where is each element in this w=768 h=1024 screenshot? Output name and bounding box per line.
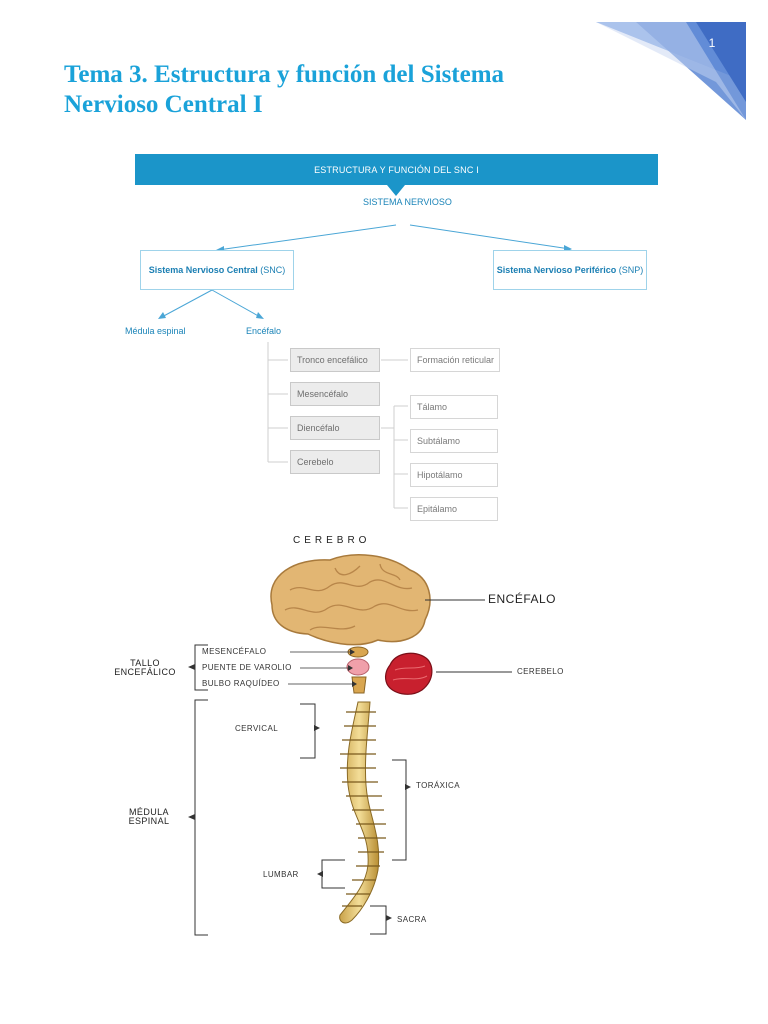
lumbar-caption: LUMBAR xyxy=(263,870,299,879)
snp-abbr: (SNP) xyxy=(618,265,644,275)
sacra-caption: SACRA xyxy=(397,915,427,924)
encefalo-caption: ENCÉFALO xyxy=(488,592,557,606)
encefalo-label: Encéfalo xyxy=(246,326,282,336)
illustration-drawing xyxy=(188,554,512,936)
medula-espinal-caption: MÉDULA ESPINAL xyxy=(114,808,184,826)
diagram-header: ESTRUCTURA Y FUNCIÓN DEL SNC I xyxy=(135,154,658,185)
spine-drawing xyxy=(339,701,386,924)
snp-name: Sistema Nervioso Periférico xyxy=(496,265,617,275)
page-title: Tema 3. Estructura y función del Sistema… xyxy=(64,61,505,118)
tallo-encefalico-caption: TALLO ENCEFÁLICO xyxy=(110,659,180,677)
snc-abbr: (SNC) xyxy=(260,265,286,275)
brainstem-bracket xyxy=(188,644,357,691)
hipotalamo-box: Hipotálamo xyxy=(410,463,498,487)
cerebellum-drawing xyxy=(384,652,512,695)
diagram-connectors xyxy=(158,185,572,509)
toraxica-caption: TORÁXICA xyxy=(416,781,460,790)
cerebelo-caption: CEREBELO xyxy=(517,667,564,676)
snp-box: Sistema Nervioso Periférico (SNP) xyxy=(493,250,647,290)
medula-espinal-label: Médula espinal xyxy=(125,326,186,336)
snc-name: Sistema Nervioso Central xyxy=(148,265,258,275)
formacion-reticular-box: Formación reticular xyxy=(410,348,500,372)
snc-box: Sistema Nervioso Central (SNC) xyxy=(140,250,294,290)
tronco-encefalico-box: Tronco encefálico xyxy=(290,348,380,372)
diencefalo-box: Diencéfalo xyxy=(290,416,380,440)
mesencefalo-caption: MESENCÉFALO xyxy=(202,647,267,656)
cerebro-title: CEREBRO xyxy=(293,535,371,546)
cerebelo-box: Cerebelo xyxy=(290,450,380,474)
tallo-line-2: ENCEFÁLICO xyxy=(114,667,176,677)
corner-decoration xyxy=(596,22,746,120)
talamo-box: Tálamo xyxy=(410,395,498,419)
epitalamo-box: Epitálamo xyxy=(410,497,498,521)
snc-concept-diagram: ESTRUCTURA Y FUNCIÓN DEL SNC I SISTEMA N… xyxy=(120,150,665,530)
bulbo-raquideo-caption: BULBO RAQUÍDEO xyxy=(202,679,280,688)
cervical-caption: CERVICAL xyxy=(235,724,279,733)
cns-illustration: CEREBRO ENCÉFALO TALLO ENCEFÁLICO MESENC… xyxy=(100,530,600,940)
brainstem-drawing xyxy=(346,646,370,694)
spine-brackets xyxy=(188,699,411,936)
puente-varolio-caption: PUENTE DE VAROLIO xyxy=(202,663,292,672)
medula-line-1: MÉDULA xyxy=(129,807,169,817)
root-label: SISTEMA NERVIOSO xyxy=(363,197,452,207)
mesencefalo-box: Mesencéfalo xyxy=(290,382,380,406)
brain-drawing xyxy=(270,554,485,646)
medula-line-2: ESPINAL xyxy=(128,816,170,826)
subtalamo-box: Subtálamo xyxy=(410,429,498,453)
tallo-line-1: TALLO xyxy=(130,658,160,668)
page-number: 1 xyxy=(708,36,716,50)
